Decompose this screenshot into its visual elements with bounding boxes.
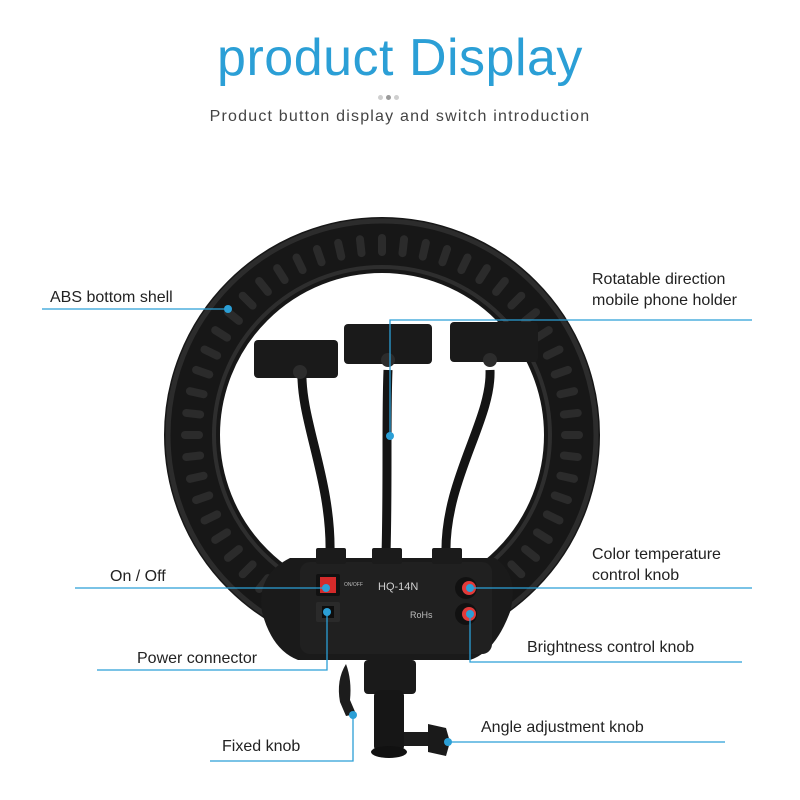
ring-ridge <box>418 238 430 261</box>
callout-dots <box>224 305 474 746</box>
ring-ridge <box>550 365 572 379</box>
ring-ridge <box>507 291 526 310</box>
ring-ridge <box>238 291 257 310</box>
ring-ridge <box>532 528 553 544</box>
stand-mount <box>338 660 450 758</box>
label-phone-holder-line1: Rotatable direction <box>592 271 726 288</box>
label-brightness: Brightness control knob <box>527 639 695 656</box>
label-power-connector: Power connector <box>137 650 258 667</box>
control-housing: HQ-14N ON/OFF RoHs <box>261 558 513 660</box>
phone-holder-left <box>254 340 338 378</box>
ring-ridge <box>200 510 222 525</box>
callout-fixed <box>210 715 354 762</box>
model-text: HQ-14N <box>378 581 418 593</box>
ring-ridge <box>182 451 205 462</box>
label-color-temp-line2: control knob <box>592 567 680 584</box>
gooseneck-center <box>381 369 393 556</box>
ring-ridge <box>292 253 307 275</box>
ring-ridge <box>238 560 257 579</box>
ring-ridge <box>192 365 214 379</box>
fixed-knob <box>338 664 356 716</box>
ring-ridge <box>475 264 491 285</box>
ring-ridge <box>457 253 472 275</box>
ring-ridge <box>507 560 526 579</box>
ring-ridge <box>185 387 208 399</box>
ring-ridge <box>355 235 366 258</box>
ring-ridge <box>223 545 243 562</box>
callout-power <box>97 612 328 671</box>
ring-ridges <box>181 234 583 606</box>
ring-ridge <box>255 276 272 296</box>
ring-ridge <box>542 345 564 360</box>
ring-ridge <box>312 245 326 267</box>
page-subtitle: Product button display and switch introd… <box>209 108 591 125</box>
ring-ridge <box>521 545 541 562</box>
ring-ridge <box>192 491 214 505</box>
phone-holder-center <box>344 324 432 364</box>
ring-ridge <box>492 276 509 296</box>
switch-text: ON/OFF <box>344 582 363 588</box>
ring-ridge <box>559 451 582 462</box>
phone-holder-right <box>450 322 538 362</box>
ring-ridge <box>550 491 572 505</box>
ring-ridge <box>521 308 541 325</box>
ring-ridge <box>556 387 579 399</box>
callout-lines <box>42 308 752 762</box>
callout-brightness <box>469 614 742 663</box>
ring-ridge <box>438 245 452 267</box>
ring-ridge <box>334 238 346 261</box>
ring-ridge <box>211 528 232 544</box>
callout-phone-holder <box>389 319 752 436</box>
ring-ridge <box>398 235 409 258</box>
ring-ridge <box>185 471 208 483</box>
label-angle-adjustment: Angle adjustment knob <box>481 719 644 736</box>
angle-adjustment-knob <box>428 724 450 756</box>
rohs-mark: RoHs <box>410 610 433 620</box>
ring-ridge <box>559 408 582 419</box>
page-title: product Display <box>217 29 583 87</box>
label-phone-holder-line2: mobile phone holder <box>592 292 737 309</box>
ring-ridge <box>542 510 564 525</box>
phone-holders <box>254 322 538 564</box>
ring-ridge <box>182 408 205 419</box>
ring-ridge <box>556 471 579 483</box>
ring-ridge <box>211 326 232 342</box>
ring-ridge <box>200 345 222 360</box>
gooseneck-right <box>441 369 495 556</box>
label-on-off: On / Off <box>110 568 166 585</box>
title-dots-decoration <box>376 95 424 101</box>
ring-ridge <box>273 264 289 285</box>
label-color-temp-line1: Color temperature <box>592 546 721 563</box>
ring-ridge <box>378 234 386 256</box>
ring-ridge <box>561 431 583 439</box>
label-fixed-knob: Fixed knob <box>222 738 301 755</box>
label-abs-bottom-shell: ABS bottom shell <box>50 289 173 306</box>
ring-ridge <box>181 431 203 439</box>
gooseneck-left <box>297 369 335 556</box>
